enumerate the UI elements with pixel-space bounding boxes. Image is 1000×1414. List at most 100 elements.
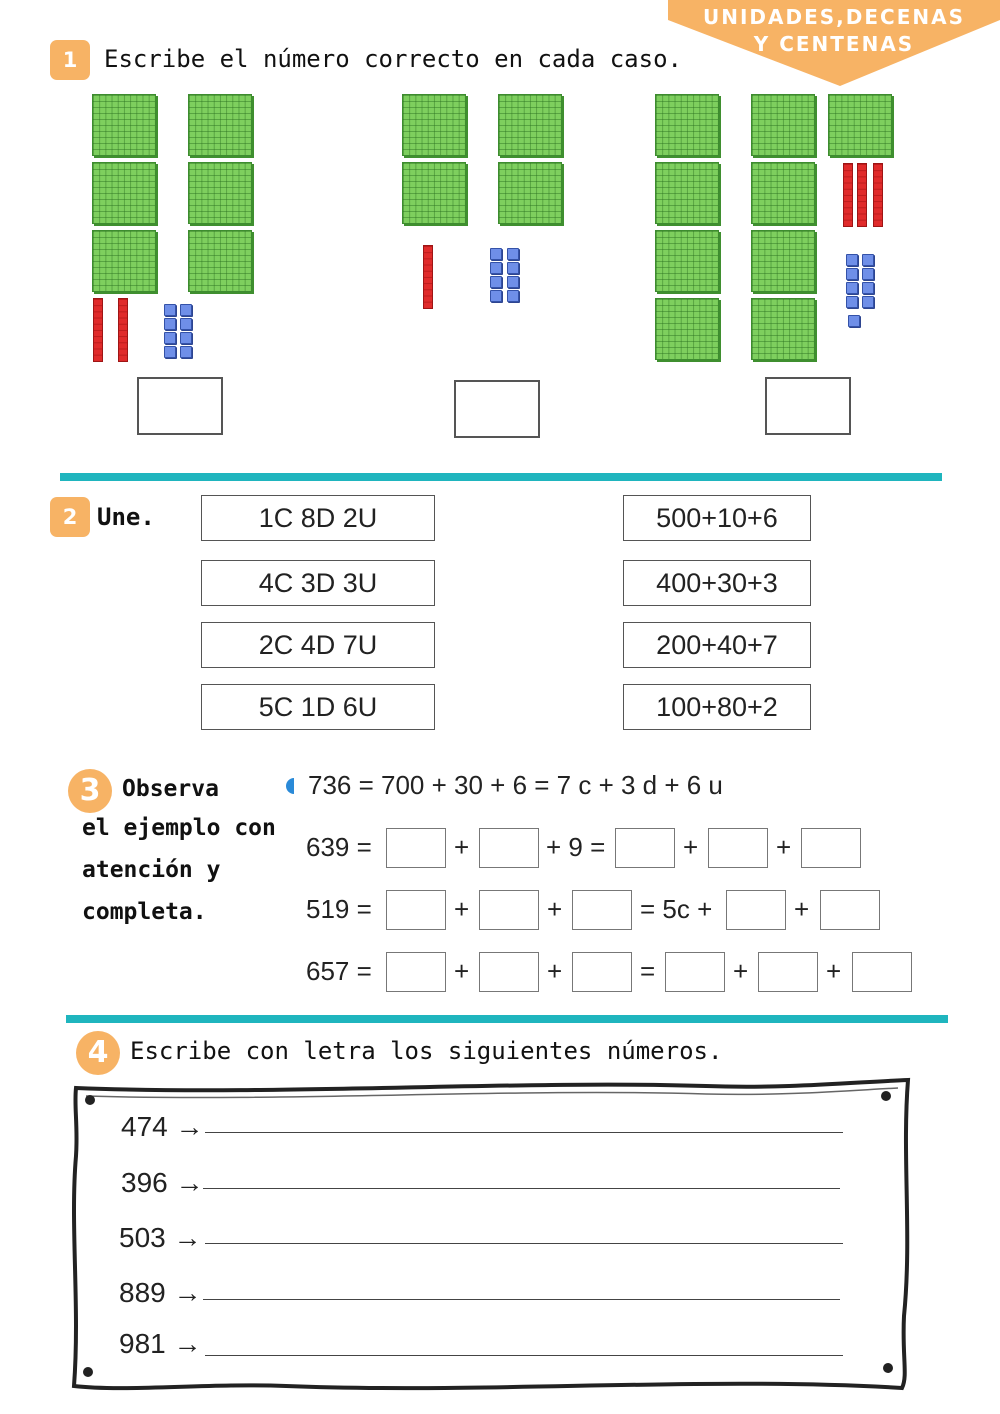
match-right-3[interactable]: 200+40+7 (623, 622, 811, 668)
row-2-eq: = 5c + (640, 894, 713, 924)
unit-cube (846, 268, 858, 280)
section-3-badge: 3 (68, 769, 112, 813)
row-3-blank-6[interactable] (852, 952, 912, 992)
match-left-4[interactable]: 5C 1D 6U (201, 684, 435, 730)
write-line-4[interactable] (203, 1299, 840, 1300)
row-3-blank-4[interactable] (665, 952, 725, 992)
match-left-1[interactable]: 1C 8D 2U (201, 495, 435, 541)
section-3-instruction-line-1: Observa (122, 776, 219, 802)
match-right-4[interactable]: 100+80+2 (623, 684, 811, 730)
row-2-plus-2: + (547, 894, 563, 924)
unit-cube (846, 254, 858, 266)
answer-box-1[interactable] (137, 377, 223, 435)
unit-cube (164, 318, 176, 330)
ten-rod (857, 163, 867, 227)
row-3-blank-3[interactable] (572, 952, 632, 992)
answer-box-2[interactable] (454, 380, 540, 438)
row-2-blank-2[interactable] (479, 890, 539, 930)
hundred-block (188, 230, 252, 292)
row-1-blank-1[interactable] (386, 828, 446, 868)
paper-frame (71, 1077, 911, 1391)
hundred-block (498, 94, 562, 156)
pin-icon (83, 1367, 93, 1377)
unit-cube (180, 346, 192, 358)
unit-cube (507, 262, 519, 274)
unit-cube (164, 304, 176, 316)
unit-cube (180, 318, 192, 330)
ten-rod (423, 245, 433, 309)
row-1-label: 639 = (306, 832, 372, 862)
unit-cube (862, 254, 874, 266)
row-1-blank-3[interactable] (615, 828, 675, 868)
match-left-2[interactable]: 4C 3D 3U (201, 560, 435, 606)
unit-cube (862, 282, 874, 294)
hundred-block (402, 94, 466, 156)
answer-box-3[interactable] (765, 377, 851, 435)
match-left-3[interactable]: 2C 4D 7U (201, 622, 435, 668)
row-1-blank-2[interactable] (479, 828, 539, 868)
row-2-blank-5[interactable] (820, 890, 880, 930)
section-2-title: Une. (97, 503, 155, 531)
unit-cube (862, 268, 874, 280)
unit-cube (164, 346, 176, 358)
hundred-block (751, 298, 815, 360)
example-equation: 736 = 700 + 30 + 6 = 7 c + 3 d + 6 u (308, 770, 723, 800)
hundred-block (92, 162, 156, 224)
hundred-block (655, 298, 719, 360)
unit-cube (490, 290, 502, 302)
write-line-5[interactable] (205, 1355, 843, 1356)
row-3-blank-2[interactable] (479, 952, 539, 992)
unit-cube (507, 276, 519, 288)
row-1-blank-5[interactable] (801, 828, 861, 868)
match-right-2[interactable]: 400+30+3 (623, 560, 811, 606)
row-2-label: 519 = (306, 894, 372, 924)
unit-cube (490, 248, 502, 260)
banner-line-2: Y CENTENAS (753, 32, 915, 56)
unit-cube (846, 296, 858, 308)
row-3-plus-4: + (826, 956, 842, 986)
row-3-plus-3: + (733, 956, 749, 986)
row-3-plus-1: + (454, 956, 470, 986)
row-3-plus-2: + (547, 956, 563, 986)
hundred-block (751, 94, 815, 156)
ten-rod (843, 163, 853, 227)
write-line-1[interactable] (205, 1132, 843, 1133)
section-3-instruction-line-4: completa. (82, 899, 207, 925)
match-right-1[interactable]: 500+10+6 (623, 495, 811, 541)
section-3-instruction-line-3: atención y (82, 857, 221, 883)
write-line-3[interactable] (205, 1243, 843, 1244)
hundred-block (402, 162, 466, 224)
write-line-2[interactable] (203, 1188, 840, 1189)
row-2-plus-3: + (794, 894, 810, 924)
title-banner-text: UNIDADES,DECENAS Y CENTENAS (668, 4, 1000, 58)
pin-icon (881, 1091, 891, 1101)
pin-icon (85, 1095, 95, 1105)
banner-line-1: UNIDADES,DECENAS (703, 5, 965, 29)
row-1-plus-3: + (776, 832, 792, 862)
unit-cube (180, 304, 192, 316)
hundred-block (498, 162, 562, 224)
row-1-plus-2: + (683, 832, 699, 862)
hundred-block (188, 94, 252, 156)
write-row-label-2: 396 → (121, 1167, 204, 1198)
ten-rod (873, 163, 883, 227)
row-2-blank-3[interactable] (572, 890, 632, 930)
row-2-blank-4[interactable] (726, 890, 786, 930)
unit-cube (164, 332, 176, 344)
write-row-label-1: 474 → (121, 1111, 204, 1142)
hundred-block (828, 94, 892, 156)
unit-cube (862, 296, 874, 308)
ten-rod (93, 298, 103, 362)
row-1-blank-4[interactable] (708, 828, 768, 868)
hundred-block (655, 162, 719, 224)
unit-cube (846, 282, 858, 294)
ten-rod (118, 298, 128, 362)
row-1-plus-1: + (454, 832, 470, 862)
hundred-block (751, 230, 815, 292)
row-2-blank-1[interactable] (386, 890, 446, 930)
row-3-blank-1[interactable] (386, 952, 446, 992)
write-row-label-4: 889 → (119, 1277, 202, 1308)
section-4-badge: 4 (76, 1031, 120, 1075)
row-1-mid: + 9 = (546, 832, 606, 862)
row-3-blank-5[interactable] (758, 952, 818, 992)
